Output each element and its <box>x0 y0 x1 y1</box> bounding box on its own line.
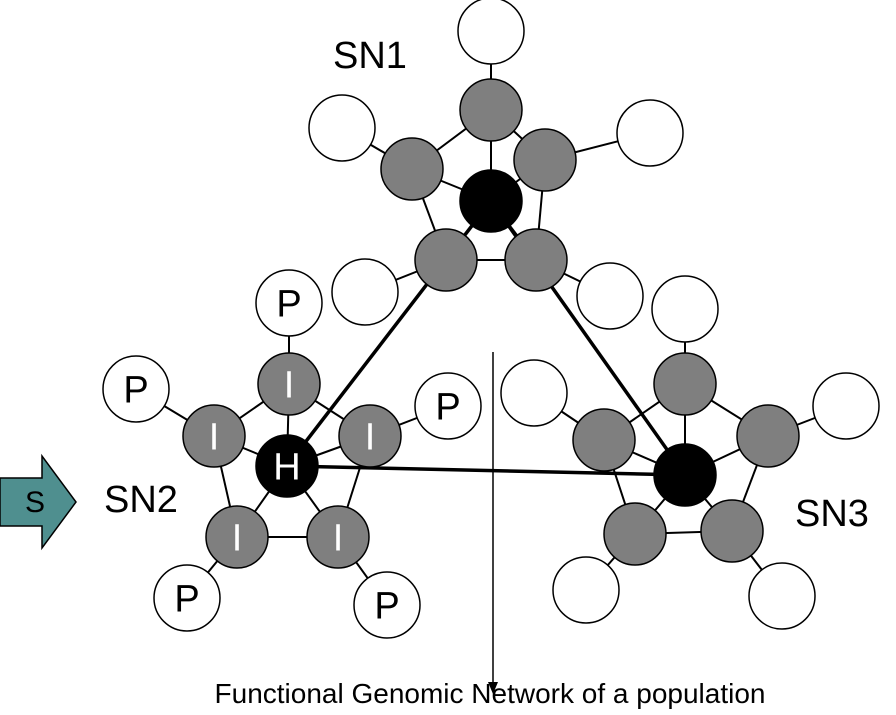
intermediate-node-sn3 <box>572 408 636 472</box>
intermediate-node-sn2-label: I <box>232 518 243 560</box>
intermediate-node-sn2-label: I <box>209 417 220 459</box>
hub-node-sn1 <box>459 169 523 233</box>
peripheral-node-sn2-label: P <box>374 586 399 628</box>
hub-edge-sn2-sn3 <box>286 464 686 477</box>
subnetwork-label-sn3: SN3 <box>795 493 869 535</box>
intermediate-node-sn2: I <box>182 404 246 468</box>
intermediate-node-sn2: I <box>338 404 402 468</box>
peripheral-node-sn1 <box>457 0 525 65</box>
peripheral-node-sn2: P <box>353 571 421 639</box>
peripheral-node-sn3 <box>812 372 880 440</box>
population-arrowhead <box>488 682 498 694</box>
peripheral-node-sn2: P <box>255 269 323 337</box>
peripheral-node-sn1 <box>576 262 644 330</box>
diagram-caption: Functional Genomic Network of a populati… <box>215 678 766 709</box>
peripheral-node-sn2-label: P <box>123 370 148 412</box>
peripheral-node-sn2: P <box>153 564 221 632</box>
peripheral-node-sn2-label: P <box>435 387 460 429</box>
intermediate-node-sn2-label: I <box>284 365 295 407</box>
peripheral-node-sn1 <box>308 94 376 162</box>
signal-arrow <box>0 453 77 551</box>
intermediate-node-sn2: I <box>306 505 370 569</box>
intermediate-node-sn2: I <box>257 352 321 416</box>
signal-label: S <box>25 486 45 519</box>
hub-node-sn2: H <box>255 434 319 498</box>
intermediate-node-sn3 <box>653 352 717 416</box>
peripheral-node-sn2: P <box>414 372 482 440</box>
intermediate-node-sn3 <box>736 404 800 468</box>
intermediate-node-sn2: I <box>205 505 269 569</box>
intermediate-node-sn1 <box>414 228 478 292</box>
intermediate-node-sn1 <box>504 228 568 292</box>
peripheral-node-sn3 <box>500 359 568 427</box>
peripheral-node-sn1 <box>331 258 399 326</box>
peripheral-node-sn1 <box>616 99 684 167</box>
intermediate-node-sn2-label: I <box>333 518 344 560</box>
intermediate-node-sn1 <box>380 137 444 201</box>
hub-node-sn3 <box>653 443 717 507</box>
peripheral-node-sn3 <box>748 562 816 630</box>
intermediate-node-sn3 <box>700 499 764 563</box>
subnetwork-label-sn1: SN1 <box>333 35 407 77</box>
hub-node-sn2-label: H <box>273 447 300 489</box>
intermediate-node-sn2-label: I <box>365 417 376 459</box>
intermediate-node-sn3 <box>603 502 667 566</box>
subnetwork-label-sn2: SN2 <box>104 479 178 521</box>
peripheral-node-sn3 <box>651 275 719 343</box>
peripheral-node-sn2-label: P <box>174 579 199 621</box>
peripheral-node-sn2-label: P <box>276 284 301 326</box>
intermediate-node-sn1 <box>459 78 523 142</box>
peripheral-node-sn2: P <box>102 355 170 423</box>
peripheral-node-sn3 <box>552 556 620 624</box>
intermediate-node-sn1 <box>513 128 577 192</box>
